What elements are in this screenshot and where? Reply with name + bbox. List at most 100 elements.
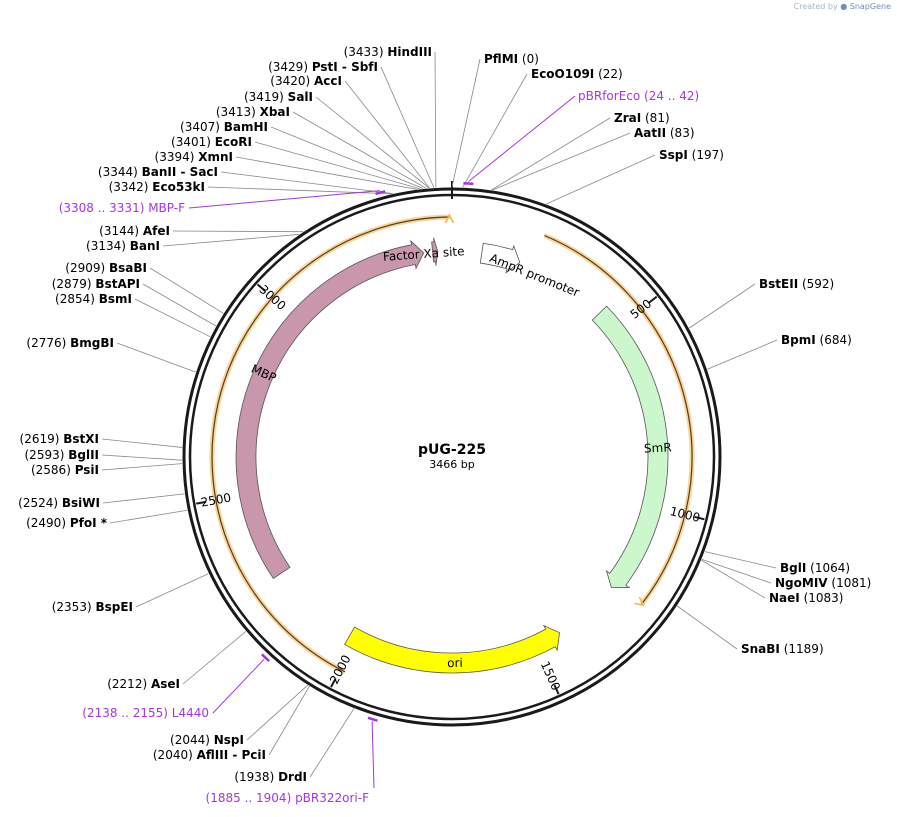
- site-afei[interactable]: (3144) AfeI: [99, 224, 304, 238]
- feature-factor-xa-site[interactable]: Factor Xa site: [383, 237, 465, 266]
- site-sali[interactable]: (3419) SalI: [244, 90, 430, 189]
- feature-ori[interactable]: ori: [344, 624, 560, 674]
- site-label: (1938) DrdI: [234, 770, 307, 784]
- site-leader-line: [235, 156, 417, 190]
- site-name: BstXI: [63, 432, 99, 446]
- site-afliii-pcii[interactable]: (2040) AflIII - PciI: [153, 686, 310, 762]
- site-label: SspI (197): [659, 148, 724, 162]
- site-drdi[interactable]: (1938) DrdI: [234, 708, 355, 784]
- site-position: (3144): [99, 224, 143, 238]
- site-position: (3433): [344, 45, 388, 59]
- site-bamhi[interactable]: (3407) BamHI: [180, 120, 424, 189]
- site-eco53ki[interactable]: (3342) Eco53kI: [109, 180, 392, 195]
- site-snabi[interactable]: SnaBI (1189): [676, 605, 824, 656]
- primer-mark: [261, 653, 270, 663]
- feature-mbp[interactable]: MBP: [235, 239, 425, 580]
- site-bspei[interactable]: (2353) BspEI: [52, 573, 209, 614]
- site-bsabi[interactable]: (2909) BsaBI: [65, 261, 224, 314]
- site-bglii[interactable]: (2593) BglII: [25, 448, 183, 462]
- site-sspi[interactable]: SspI (197): [546, 148, 724, 205]
- feature-label: AmpR promoter: [488, 251, 582, 300]
- site-psti-sbfi[interactable]: (3429) PstI - SbfI: [268, 60, 435, 188]
- tick-mark: [256, 283, 266, 292]
- site-position: (3429): [268, 60, 312, 74]
- site-label: (2040) AflIII - PciI: [153, 748, 266, 762]
- site-leader-line: [268, 686, 310, 756]
- site-bmgbi[interactable]: (2776) BmgBI: [26, 336, 196, 373]
- site-psii[interactable]: (2586) PsiI: [31, 463, 183, 477]
- site-position: (2490): [26, 516, 70, 530]
- site-leader-line: [492, 132, 631, 191]
- site-label: (3401) EcoRI: [171, 135, 252, 149]
- site-bsiwi[interactable]: (2524) BsiWI: [18, 493, 185, 510]
- site-leader-line: [491, 117, 611, 191]
- site-name: BglII: [68, 448, 99, 462]
- site-bani[interactable]: (3134) BanI: [86, 234, 300, 253]
- feature-arrow: [431, 237, 439, 266]
- site-xbai[interactable]: (3413) XbaI: [216, 105, 427, 189]
- site-name: ZraI: [614, 111, 641, 125]
- site-bstxi[interactable]: (2619) BstXI: [20, 432, 183, 448]
- site-hindiii[interactable]: (3433) HindIII: [344, 45, 437, 188]
- site-bstapi[interactable]: (2879) BstAPI: [52, 277, 217, 327]
- snapgene-watermark: Created by ● SnapGene: [794, 2, 891, 11]
- site-name: EcoRI: [215, 135, 252, 149]
- site-leader-line: [135, 573, 209, 608]
- site-nspi[interactable]: (2044) NspI: [170, 684, 308, 747]
- primer-pbrforeco[interactable]: pBRforEco (24 .. 42): [463, 89, 699, 186]
- primer-pbr322ori-f[interactable]: (1885 .. 1904) pBR322ori-F: [206, 716, 378, 805]
- site-leader-line: [380, 66, 435, 188]
- site-pfoi[interactable]: (2490) PfoI *: [26, 509, 188, 530]
- primer-mark: [463, 181, 474, 186]
- site-leader-line: [315, 96, 430, 189]
- site-ecori[interactable]: (3401) EcoRI: [171, 135, 421, 190]
- site-name: BspEI: [95, 600, 133, 614]
- site-bsmi[interactable]: (2854) BsmI: [55, 292, 211, 338]
- site-name: NspI: [214, 733, 244, 747]
- site-position: (2593): [25, 448, 69, 462]
- orf-arrowhead: [634, 596, 645, 607]
- site-label: BglI (1064): [780, 561, 850, 575]
- tick-mark: [330, 677, 337, 688]
- site-leader-line: [182, 631, 247, 685]
- site-bsteii[interactable]: BstEII (592): [689, 277, 834, 329]
- primer-l4440[interactable]: (2138 .. 2155) L4440: [82, 653, 270, 720]
- site-leader-line: [142, 283, 217, 327]
- site-leader-line: [704, 551, 777, 569]
- site-ngomiv[interactable]: NgoMIV (1081): [701, 558, 871, 590]
- feature-smr[interactable]: SmR: [591, 305, 672, 588]
- tick-label: 1500: [538, 659, 563, 693]
- site-banii-saci[interactable]: (3344) BanII - SacI: [98, 165, 393, 194]
- site-aatii[interactable]: AatII (83): [492, 126, 695, 191]
- site-leader-line: [434, 51, 437, 188]
- primer-mbp-f[interactable]: (3308 .. 3331) MBP-F: [59, 190, 386, 215]
- site-bgli[interactable]: BglI (1064): [704, 551, 850, 575]
- primer-leader-line: [371, 721, 375, 789]
- primers: (3308 .. 3331) MBP-F pBRforEco (24 .. 42)…: [59, 89, 700, 805]
- site-bpmi[interactable]: BpmI (684): [707, 333, 852, 370]
- site-leader-line: [292, 111, 427, 189]
- site-name: NgoMIV: [775, 576, 828, 590]
- site-name: DrdI: [278, 770, 307, 784]
- feature-arrow: [235, 239, 425, 580]
- site-position: (2212): [107, 677, 151, 691]
- site-position: (3407): [180, 120, 224, 134]
- site-label: (2619) BstXI: [20, 432, 99, 446]
- site-naei[interactable]: NaeI (1083): [701, 559, 843, 605]
- site-position: (1064): [806, 561, 850, 575]
- site-asei[interactable]: (2212) AseI: [107, 631, 247, 691]
- site-name: PstI - SbfI: [312, 60, 378, 74]
- site-acci[interactable]: (3420) AccI: [270, 74, 430, 189]
- feature-arrow: [344, 624, 560, 674]
- site-zrai[interactable]: ZraI (81): [491, 111, 670, 191]
- feature-amprr-promoter[interactable]: AmpR promoter: [479, 242, 582, 300]
- site-label: (2854) BsmI: [55, 292, 132, 306]
- orf-arc: [211, 216, 450, 673]
- site-ecoo109i[interactable]: EcoO109I (22): [462, 67, 623, 188]
- site-pflmi[interactable]: PflMI (0): [451, 52, 539, 188]
- site-xmni[interactable]: (3394) XmnI: [155, 150, 417, 190]
- site-label: (2044) NspI: [170, 733, 244, 747]
- site-leader-line: [101, 463, 183, 471]
- primer-range: (3308 .. 3331): [59, 201, 149, 215]
